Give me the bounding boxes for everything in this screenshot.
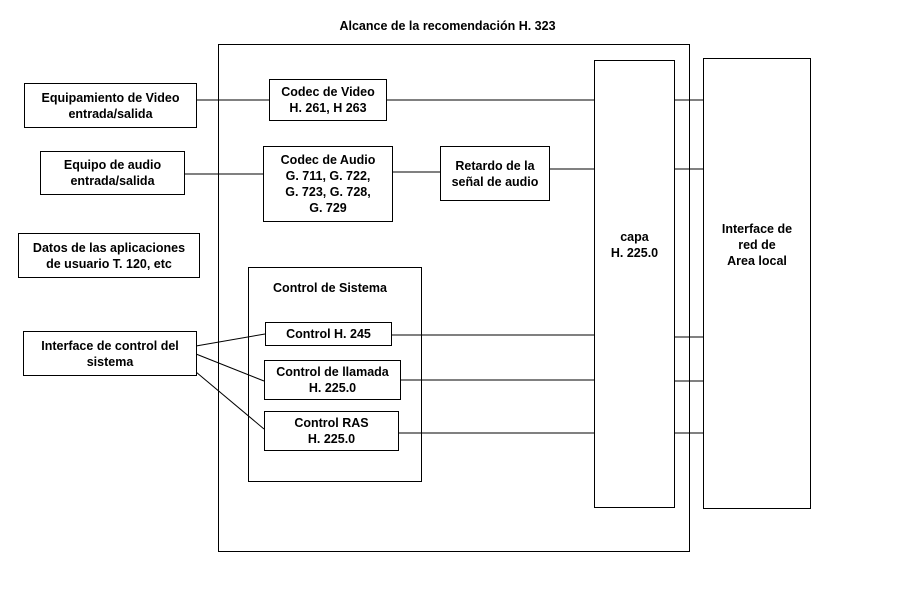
user-data-box: Datos de las aplicaciones de usuario T. …	[18, 233, 200, 278]
system-control-interface-box: Interface de control del sistema	[23, 331, 197, 376]
system-control-frame	[248, 267, 422, 482]
video-io-box: Equipamiento de Video entrada/salida	[24, 83, 197, 128]
line-sysif-to-h245	[195, 333, 266, 347]
video-codec-box: Codec de Video H. 261, H 263	[269, 79, 387, 121]
diagram-title: Alcance de la recomendación H. 323	[339, 19, 556, 33]
ras-control-box: Control RAS H. 225.0	[264, 411, 399, 451]
line-sysif-to-ras	[195, 371, 265, 430]
system-control-title: Control de Sistema	[273, 281, 387, 295]
h245-control-box: Control H. 245	[265, 322, 392, 346]
audio-delay-box: Retardo de la señal de audio	[440, 146, 550, 201]
h225-layer-box: capa H. 225.0	[594, 60, 675, 508]
h323-scope-frame	[218, 44, 690, 552]
audio-codec-box: Codec de Audio G. 711, G. 722, G. 723, G…	[263, 146, 393, 222]
line-sysif-to-call	[195, 353, 265, 382]
audio-io-box: Equipo de audio entrada/salida	[40, 151, 185, 195]
call-control-box: Control de llamada H. 225.0	[264, 360, 401, 400]
lan-interface-box: Interface de red de Area local	[703, 58, 811, 509]
